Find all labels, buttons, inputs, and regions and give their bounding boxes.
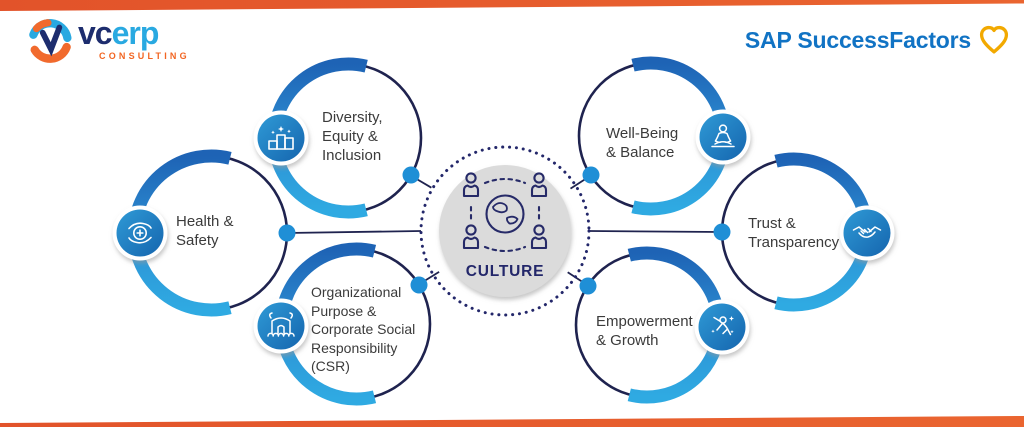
vcerp-logo-text: vcerp CONSULTING	[78, 15, 190, 61]
connector-dots	[278, 166, 731, 295]
connector-lines	[286, 174, 723, 287]
center-dotted-ring	[419, 145, 591, 317]
node-badge-wellbeing	[695, 109, 751, 165]
vcerp-swirl-globe-icon	[29, 19, 72, 63]
vcerp-logo: vcerp CONSULTING	[24, 15, 190, 67]
center-label: CULTURE	[465, 263, 545, 280]
sap-successfactors-brand: SAP SuccessFactors	[745, 25, 1010, 55]
badge-fill	[257, 114, 305, 162]
meditation-icon	[711, 124, 735, 148]
badge-fill	[699, 113, 747, 161]
node-label-health-safety: Health & Safety	[176, 213, 234, 249]
node-label-empowerment: Empowerment & Growth	[596, 313, 693, 349]
center-circle	[439, 165, 571, 297]
logo-subtitle: CONSULTING	[99, 51, 190, 61]
node-badge-empowerment	[694, 299, 750, 355]
logo-brand-erp: erp	[111, 15, 160, 51]
top-orange-band	[0, 0, 1024, 11]
people-around-globe-icon	[462, 172, 548, 253]
sap-successfactors-label: SAP SuccessFactors	[744, 26, 971, 53]
heart-outline-icon	[979, 25, 1009, 54]
hands-medical-cross-icon	[128, 222, 152, 244]
connector-line	[286, 230, 422, 234]
handshake-icon	[852, 226, 882, 238]
bottom-orange-band	[0, 416, 1024, 427]
podium-stars-icon	[268, 126, 294, 150]
node-label-trust: Trust & Transparency	[748, 215, 840, 251]
connector-dot	[579, 277, 597, 295]
connector-dot	[582, 166, 600, 184]
node-label-csr: Organizational Purpose & Corporate Socia…	[311, 284, 416, 374]
node-badge-csr	[253, 298, 309, 354]
flying-person-sparkles-icon	[711, 316, 734, 336]
connector-line	[588, 230, 723, 233]
badge-fill	[698, 303, 746, 351]
logo-brand-vc: vc	[78, 15, 113, 51]
node-badge-health-safety	[112, 205, 168, 261]
connector-dot	[410, 276, 428, 294]
connector-dot	[713, 223, 731, 241]
organization-building-people-icon	[267, 312, 295, 337]
node-label-wellbeing: Well-Being & Balance	[606, 125, 679, 161]
connector-dot	[402, 166, 420, 184]
node-badges	[112, 109, 895, 355]
node-badge-diversity	[253, 110, 309, 166]
node-badge-trust	[839, 205, 895, 261]
center-hub	[419, 145, 591, 317]
node-label-diversity: Diversity, Equity & Inclusion	[322, 109, 383, 164]
connector-dot	[278, 224, 296, 242]
